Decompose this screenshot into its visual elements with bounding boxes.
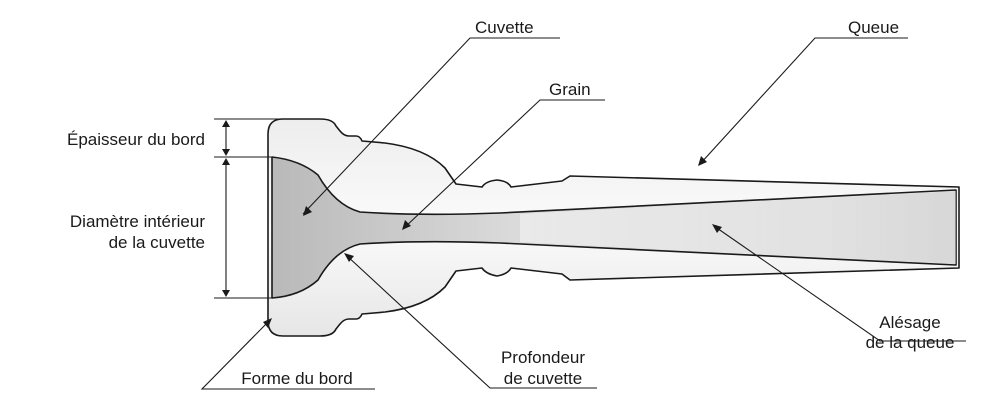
label-rim-shape: Forme du bord <box>241 369 353 388</box>
label-shank: Queue <box>848 18 899 37</box>
label-backbore-line2: de la queue <box>866 333 955 352</box>
label-throat: Grain <box>549 80 591 99</box>
backbore-shading <box>520 191 956 264</box>
label-cup-diameter-line1: Diamètre intérieur <box>70 212 205 231</box>
cup-diameter-dimension <box>214 158 272 299</box>
label-cup-diameter-line2: de la cuvette <box>109 233 205 252</box>
label-cup-depth-line2: de cuvette <box>504 369 582 388</box>
leader-lines <box>200 37 966 390</box>
rim-width-dimension <box>214 118 283 158</box>
label-backbore-line1: Alésage <box>879 313 940 332</box>
label-cup-depth-line1: Profondeur <box>501 348 585 367</box>
label-cup: Cuvette <box>475 18 534 37</box>
label-rim-width: Épaisseur du bord <box>67 130 205 149</box>
